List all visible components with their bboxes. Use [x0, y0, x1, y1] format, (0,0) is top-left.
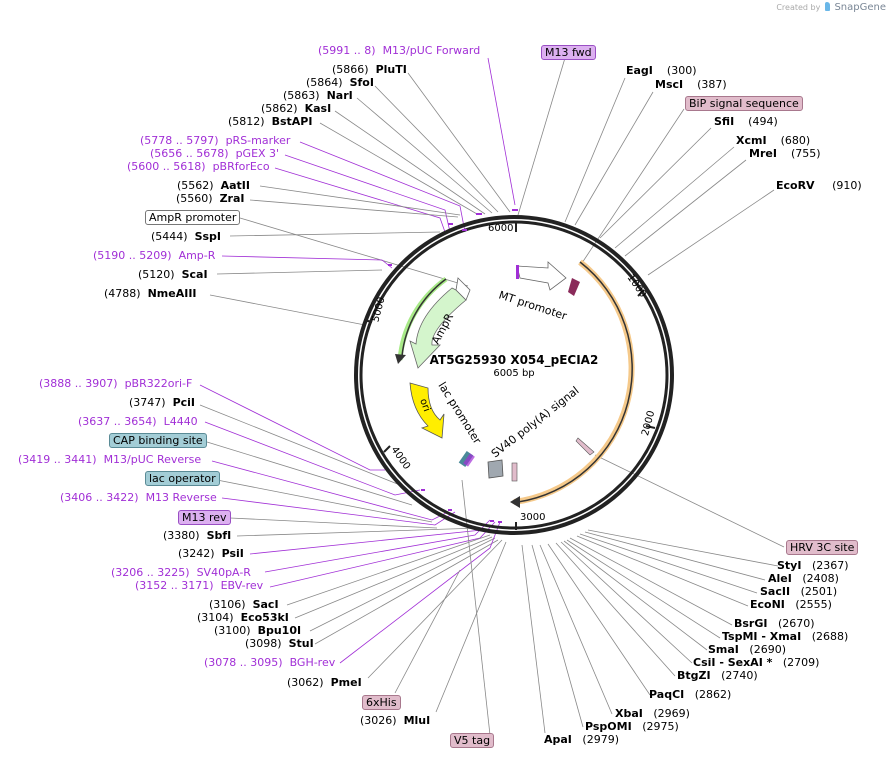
- feature-label-v5-tag[interactable]: V5 tag: [450, 733, 495, 748]
- enzyme-label[interactable]: ApaI (2979): [544, 733, 619, 746]
- enzyme-label[interactable]: SfiI (494): [714, 115, 778, 128]
- enzyme-label[interactable]: (5560) ZraI: [176, 192, 245, 205]
- lac-region-glyphs: [458, 437, 595, 482]
- enzyme-label[interactable]: CsiI - SexAI * (2709): [693, 656, 820, 669]
- primer-label[interactable]: (3206 .. 3225) SV40pA-R: [111, 566, 251, 579]
- svg-text:lac promoter: lac promoter: [435, 380, 484, 447]
- enzyme-label[interactable]: (5812) BstAPI: [228, 115, 313, 128]
- primer-marks: [388, 209, 518, 523]
- svg-text:MT promoter: MT promoter: [497, 288, 569, 322]
- enzyme-label[interactable]: (5444) SspI: [151, 230, 222, 243]
- enzyme-label[interactable]: StyI (2367): [777, 559, 849, 572]
- enzyme-label[interactable]: BsrGI (2670): [734, 617, 815, 630]
- svg-text:3000: 3000: [520, 512, 545, 523]
- feature-label-cap-binding-site[interactable]: CAP binding site: [109, 433, 207, 448]
- enzyme-label[interactable]: MreI (755): [749, 147, 821, 160]
- enzyme-label[interactable]: PaqCI (2862): [649, 688, 732, 701]
- enzyme-label[interactable]: (3242) PsiI: [178, 547, 244, 560]
- credit-brand: SnapGene: [834, 2, 886, 13]
- enzyme-label[interactable]: (3380) SbfI: [163, 529, 232, 542]
- enzyme-label[interactable]: EcoRV (910): [776, 179, 862, 192]
- feature-label-ampr-promoter[interactable]: AmpR promoter: [145, 210, 241, 225]
- enzyme-label[interactable]: (3100) Bpu10I: [214, 624, 302, 637]
- feature-label-hrv-3c-site[interactable]: HRV 3C site: [786, 540, 859, 555]
- enzyme-label[interactable]: (3098) StuI: [245, 637, 314, 650]
- primer-label[interactable]: (3419 .. 3441) M13/pUC Reverse: [18, 453, 202, 466]
- enzyme-label[interactable]: XbaI (2969): [615, 707, 690, 720]
- feature-label-lac-operator[interactable]: lac operator: [145, 471, 220, 486]
- enzyme-label[interactable]: (4788) NmeAIII: [104, 287, 197, 300]
- enzyme-label[interactable]: EcoNI (2555): [750, 598, 832, 611]
- primer-label[interactable]: (3152 .. 3171) EBV-rev: [135, 579, 264, 592]
- ori-arrow: [409, 382, 445, 439]
- tick-marks: [363, 221, 656, 530]
- enzyme-label[interactable]: (5863) NarI: [283, 89, 353, 102]
- enzyme-label[interactable]: (3062) PmeI: [287, 676, 362, 689]
- enzyme-label[interactable]: (5866) PluTI: [332, 63, 407, 76]
- enzyme-label[interactable]: PspOMI (2975): [585, 720, 679, 733]
- primer-label[interactable]: (5600 .. 5618) pBRforEco: [127, 160, 270, 173]
- primer-label[interactable]: (3888 .. 3907) pBR322ori-F: [39, 377, 193, 390]
- snapgene-credit: Created by SnapGene: [776, 2, 886, 13]
- primer-label[interactable]: (5190 .. 5209) Amp-R: [93, 249, 216, 262]
- credit-prefix: Created by: [776, 3, 821, 12]
- enzyme-label[interactable]: (3106) SacI: [209, 598, 279, 611]
- enzyme-label[interactable]: (5562) AatII: [177, 179, 250, 192]
- plasmid-length: 6005 bp: [493, 368, 535, 379]
- primer-label[interactable]: (5656 .. 5678) pGEX 3': [150, 147, 280, 160]
- enzyme-label[interactable]: (3026) MluI: [360, 714, 431, 727]
- primer-label[interactable]: (5778 .. 5797) pRS-marker: [140, 134, 291, 147]
- primer-label[interactable]: (5991 .. 8) M13/pUC Forward: [318, 44, 481, 57]
- svg-text:ori: ori: [417, 397, 432, 413]
- enzyme-label[interactable]: XcmI (680): [736, 134, 811, 147]
- svg-text:SV40 poly(A) signal: SV40 poly(A) signal: [489, 384, 582, 460]
- primer-label[interactable]: (3078 .. 3095) BGH-rev: [204, 656, 336, 669]
- enzyme-label[interactable]: (5120) ScaI: [138, 268, 208, 281]
- enzyme-label[interactable]: EagI (300): [626, 64, 697, 77]
- enzyme-label[interactable]: (5862) KasI: [261, 102, 332, 115]
- snapgene-logo-icon: [824, 2, 830, 11]
- ampr-arrow: [409, 287, 467, 369]
- enzyme-label[interactable]: (3104) Eco53kI: [197, 611, 289, 624]
- primer-label[interactable]: (3406 .. 3422) M13 Reverse: [60, 491, 217, 504]
- enzyme-label[interactable]: (3747) PciI: [129, 396, 196, 409]
- enzyme-label[interactable]: AleI (2408): [768, 572, 839, 585]
- primer-label[interactable]: (3637 .. 3654) L4440: [78, 415, 198, 428]
- feature-label-m13-rev[interactable]: M13 rev: [178, 510, 231, 525]
- enzyme-label[interactable]: TspMI - XmaI (2688): [722, 630, 849, 643]
- enzyme-label[interactable]: (5864) SfoI: [306, 76, 374, 89]
- svg-text:6000: 6000: [488, 223, 513, 234]
- enzyme-label[interactable]: SacII (2501): [760, 585, 838, 598]
- enzyme-label[interactable]: BtgZI (2740): [677, 669, 758, 682]
- feature-label-m13-fwd[interactable]: M13 fwd: [541, 45, 596, 60]
- plasmid-name: AT5G25930 X054_pECIA2: [429, 353, 599, 367]
- enzyme-label[interactable]: SmaI (2690): [708, 643, 786, 656]
- feature-label-bip-signal-sequence[interactable]: BiP signal sequence: [685, 96, 803, 111]
- backbone: [354, 215, 674, 535]
- feature-label-6xhis[interactable]: 6xHis: [362, 695, 401, 710]
- enzyme-label[interactable]: MscI (387): [655, 78, 727, 91]
- mt-promoter-arrow: [516, 261, 567, 291]
